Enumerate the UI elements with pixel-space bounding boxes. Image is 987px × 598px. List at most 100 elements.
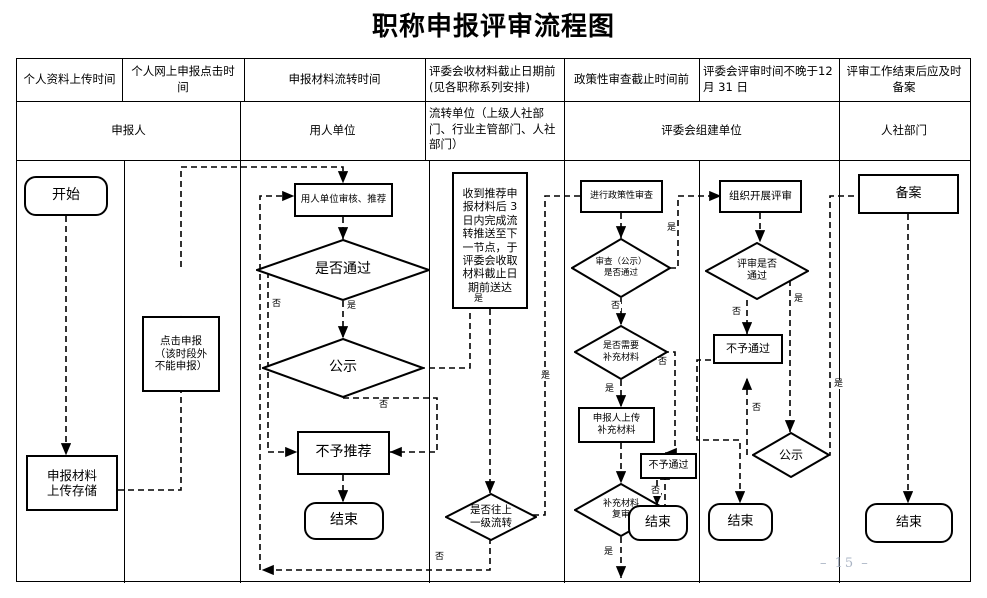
header-cell-7: 评审工作结束后应及时备案: [846, 64, 962, 94]
edge-label-n13-no: 否: [657, 357, 669, 367]
decision-shape-pass: [256, 239, 430, 301]
edge-label-n6-no: 否: [378, 400, 390, 410]
node-escalate-up[interactable]: 是否往上 一级流转: [445, 493, 537, 541]
header-cell-6: 评委会评审时间不晚于12 月 31 日: [703, 64, 833, 94]
node-end-hr[interactable]: 结束: [865, 503, 953, 543]
node-label: 不予推荐: [315, 444, 372, 461]
decision-shape-need-supplement: [574, 325, 668, 380]
node-no-recommend[interactable]: 不予推荐: [297, 431, 390, 475]
divider-f2: [240, 160, 241, 583]
divider-a1: [240, 101, 241, 160]
node-not-passed-policy[interactable]: 不予通过: [640, 453, 697, 479]
divider-h1: [122, 59, 123, 101]
table-rule-header: [17, 101, 970, 102]
node-label: 公示: [778, 447, 803, 462]
edge-label-n12-yes: 是: [666, 223, 678, 233]
node-end-policy[interactable]: 结束: [628, 505, 688, 541]
decision-shape-publicity: [262, 338, 424, 398]
node-label: 审查（公示） 是否通过: [595, 257, 647, 278]
divider-h3: [425, 59, 426, 101]
node-need-supplement[interactable]: 是否需要 补充材料: [574, 325, 668, 380]
header-cell-2: 个人网上申报点击时间: [131, 64, 235, 94]
node-label: 公示: [329, 359, 357, 376]
node-label: 补充材料 复审: [602, 498, 639, 520]
node-publicity[interactable]: 公示: [262, 338, 424, 398]
node-policy-review[interactable]: 进行政策性审查: [580, 180, 663, 213]
header-cell-3: 申报材料流转时间: [288, 72, 381, 87]
node-applicant-upload-supplement[interactable]: 申报人上传 补充材料: [578, 407, 655, 443]
header-cell-4: 评委会收材料截止日期前(见各职称系列安排): [429, 64, 556, 94]
node-review-result[interactable]: 评审是否 通过: [705, 242, 809, 300]
edge-label-n5-yes: 是: [346, 301, 358, 311]
node-not-passed-review[interactable]: 不予通过: [713, 334, 783, 364]
edge-label-n21-no: 否: [751, 403, 763, 413]
node-end-review[interactable]: 结束: [708, 503, 773, 541]
page-number: – 15 –: [820, 556, 870, 571]
header-cell-1: 个人资料上传时间: [23, 72, 116, 87]
divider-f4: [564, 160, 565, 583]
table-rule-actor: [17, 160, 970, 161]
node-employer-review[interactable]: 用人单位审核、推荐: [294, 183, 393, 217]
node-label: 开始: [52, 187, 80, 204]
node-label: 申报材料 上传存储: [46, 467, 97, 498]
actor-cell-transfer: 流转单位（上级人社部门、行业主管部门、人社部门）: [429, 106, 556, 152]
node-transfer-within-3-days[interactable]: 收到推荐申 报材料后 3 日内完成流 转推送至下 一节点，于 评委会收取 材料截…: [452, 172, 528, 309]
divider-h4: [564, 59, 565, 101]
node-is-pass[interactable]: 是否通过: [256, 239, 430, 301]
edge-label-n21-yes: 是: [833, 379, 845, 389]
decision-shape-publicity-2: [752, 432, 830, 478]
node-label: 是否通过: [315, 261, 371, 278]
divider-f1: [124, 160, 125, 583]
node-label: 是否往上 一级流转: [470, 503, 512, 529]
divider-f3: [429, 160, 430, 583]
node-review-pass[interactable]: 审查（公示） 是否通过: [571, 238, 671, 298]
edge-label-n5-no: 否: [271, 299, 283, 309]
node-label: 申报人上传 补充材料: [592, 413, 641, 436]
node-label: 结束: [727, 514, 754, 530]
actor-cell-applicant: 申报人: [111, 122, 146, 137]
node-end-employer[interactable]: 结束: [304, 502, 384, 540]
node-record-filing[interactable]: 备案: [858, 174, 959, 214]
node-label: 结束: [644, 515, 671, 531]
actor-cell-committee: 评委会组建单位: [661, 122, 742, 137]
divider-h5: [699, 59, 700, 101]
node-label: 不予通过: [726, 342, 770, 356]
node-label: 组织开展评审: [729, 190, 792, 203]
edge-label-n19-no: 否: [731, 307, 743, 317]
decision-shape-review-result: [705, 242, 809, 300]
edge-label-n19-yes: 是: [793, 294, 805, 304]
edge-label-n6-yes: 是: [473, 294, 485, 304]
actor-cell-employer: 用人单位: [309, 122, 356, 137]
node-label: 进行政策性审查: [589, 191, 653, 202]
node-label: 评审是否 通过: [737, 258, 777, 283]
header-cell-5: 政策性审查截止时间前: [574, 72, 689, 87]
flowchart-table: 个人资料上传时间 个人网上申报点击时间 申报材料流转时间 评委会收材料截止日期前…: [16, 58, 971, 583]
node-organize-review[interactable]: 组织开展评审: [719, 180, 802, 213]
divider-a2: [425, 101, 426, 160]
decision-shape-escalate: [445, 493, 537, 541]
node-label: 收到推荐申 报材料后 3 日内完成流 转推送至下 一节点，于 评委会收取 材料截…: [462, 186, 518, 294]
divider-a3: [564, 101, 565, 160]
node-label: 结束: [895, 515, 922, 531]
node-label: 用人单位审核、推荐: [300, 194, 387, 206]
node-publicity-2[interactable]: 公示: [752, 432, 830, 478]
node-label: 不予通过: [648, 459, 689, 471]
node-upload-store[interactable]: 申报材料 上传存储: [26, 455, 118, 511]
node-label: 是否需要 补充材料: [602, 341, 639, 363]
divider-f6: [839, 160, 840, 583]
divider-a4: [839, 101, 840, 160]
actor-cell-hr: 人社部门: [881, 122, 927, 137]
divider-h6: [839, 59, 840, 101]
edge-label-n12-no: 否: [610, 301, 622, 311]
node-label: 备案: [895, 186, 922, 202]
node-supplement-recheck[interactable]: 补充材料 复审: [574, 483, 668, 537]
edge-label-n13-yes: 是: [604, 384, 616, 394]
edge-label-n15-yes: 是: [603, 547, 615, 557]
node-label: 结束: [330, 512, 358, 529]
page-title: 职称申报评审流程图: [371, 12, 615, 42]
node-start[interactable]: 开始: [24, 176, 108, 216]
edge-label-n10-yes: 是: [540, 371, 552, 381]
node-click-apply[interactable]: 点击申报 （该时段外 不能申报）: [142, 316, 220, 392]
node-label: 点击申报 （该时段外 不能申报）: [154, 334, 208, 373]
divider-h2: [244, 59, 245, 101]
